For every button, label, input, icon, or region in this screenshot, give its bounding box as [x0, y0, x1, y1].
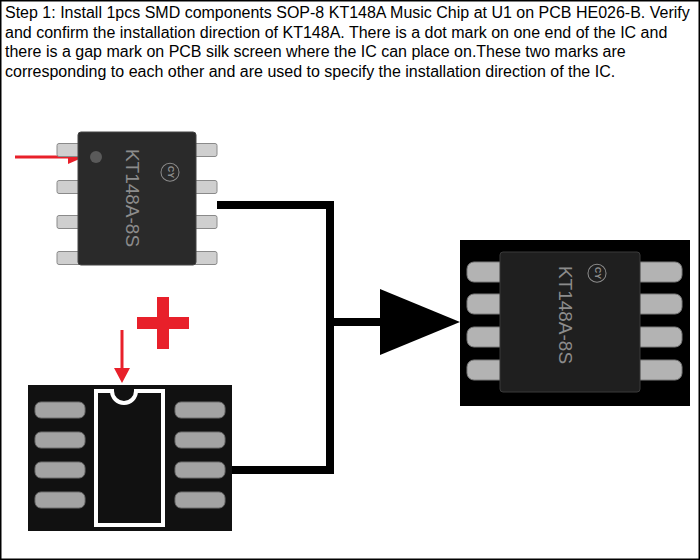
chip-logo: CY	[588, 264, 607, 283]
ic-body	[78, 132, 196, 265]
ic-pin	[57, 144, 81, 157]
flow-arrow	[221, 205, 460, 355]
plus-sign	[137, 317, 189, 329]
ic-chip-photo: CY KT148A-8S	[55, 126, 221, 272]
connector-layer	[221, 205, 460, 355]
ic-body	[500, 252, 640, 392]
solder-pad	[175, 432, 225, 448]
solder-pad	[175, 492, 225, 508]
pointer-arrow-line	[121, 330, 124, 370]
solder-pad	[175, 402, 225, 418]
solder-pad	[35, 432, 85, 448]
arrow-head	[380, 289, 460, 355]
chip-marking: KT148A-8S	[556, 266, 575, 364]
connector-line	[221, 205, 384, 322]
pcb-board	[28, 385, 232, 531]
solder-pad	[175, 462, 225, 478]
installed-chip-photo: CY KT148A-8S	[460, 240, 690, 406]
chip-logo: CY	[161, 163, 180, 182]
solder-pad	[35, 462, 85, 478]
pin1-dot	[90, 151, 102, 163]
chip-drawing	[460, 240, 690, 406]
solder-pad	[35, 402, 85, 418]
silkscreen-outline	[96, 391, 163, 525]
ic-pin	[194, 216, 217, 229]
ic-pin	[194, 252, 217, 265]
pcb-footprint	[28, 385, 232, 531]
ic-pin	[194, 181, 217, 194]
ic-pin	[194, 144, 217, 157]
chip-marking: KT148A-8S	[123, 149, 142, 247]
solder-pad	[35, 492, 85, 508]
ic-pin	[57, 216, 81, 229]
bracket-line	[236, 318, 330, 470]
pointer-arrow-head	[114, 368, 130, 383]
step-instruction: Step 1: Install 1pcs SMD components SOP-…	[5, 3, 697, 81]
ic-pin	[57, 252, 81, 265]
ic-pin	[57, 181, 81, 194]
